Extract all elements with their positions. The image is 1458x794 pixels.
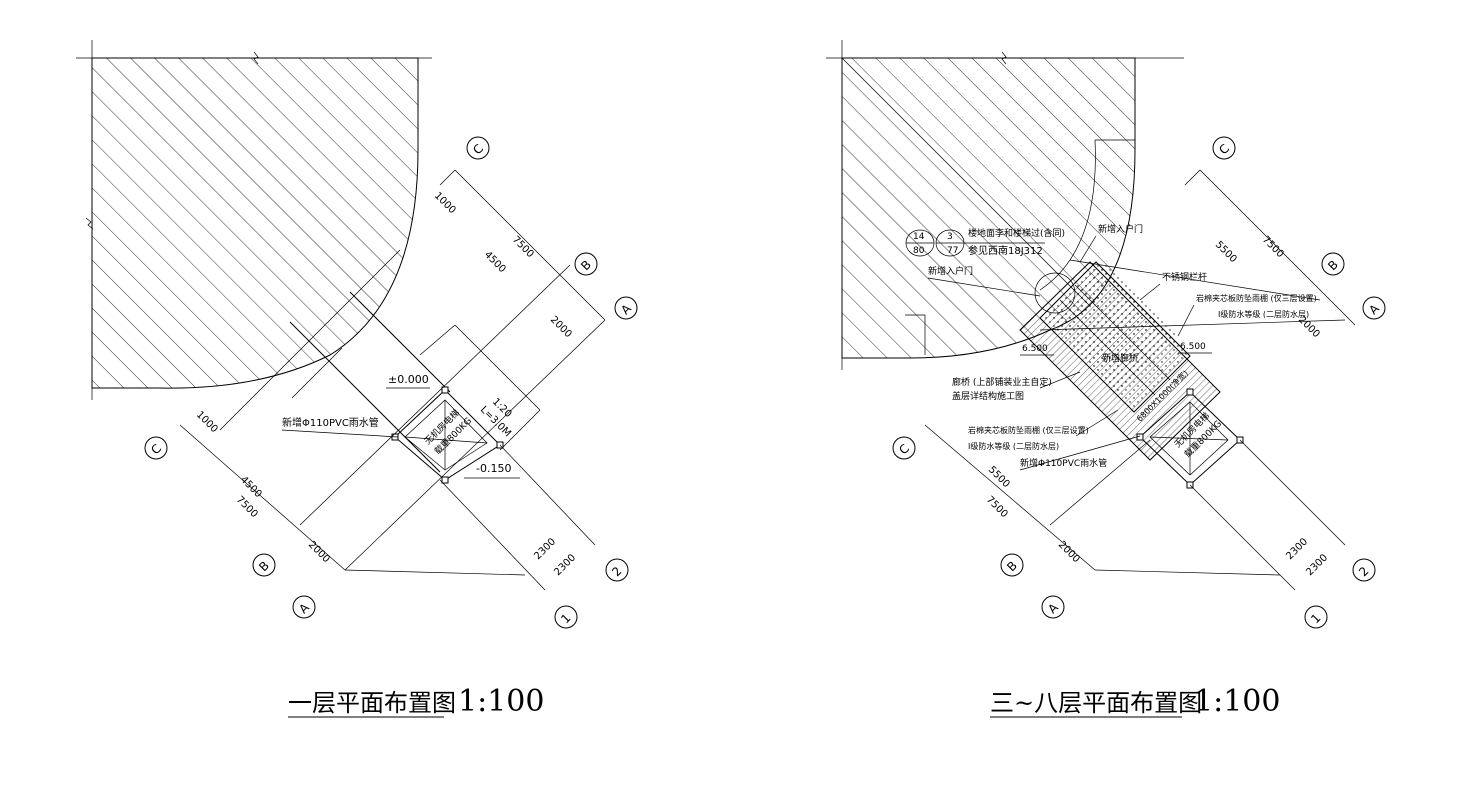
- right-dim-bot-2000: 2000: [1056, 539, 1082, 565]
- left-existing-building: [76, 40, 432, 400]
- left-axis-B-top: B: [574, 252, 598, 276]
- right-axis-C-top: C: [1212, 136, 1236, 160]
- right-dim-bot-7500: 7500: [984, 494, 1010, 520]
- right-dim-2300b: 2300: [1304, 552, 1330, 578]
- left-dim-2300b: 2300: [552, 552, 578, 578]
- right-axis-C-bottom: C: [892, 436, 916, 460]
- left-dim-top-2000: 2000: [548, 314, 574, 340]
- ref-b-number: 3: [947, 232, 953, 242]
- right-canopy-left-2: I级防水等级 (二层防水层): [968, 441, 1059, 451]
- left-axis-A-bottom: A: [292, 595, 316, 619]
- left-dim-bot-1000: 1000: [194, 409, 220, 435]
- right-railing: 不锈钢栏杆: [1162, 271, 1207, 283]
- right-canopy-right-1: 岩棉夹芯板防坠雨棚 (仅三层设置): [1196, 293, 1317, 303]
- left-axis-A-top: A: [614, 296, 638, 320]
- right-axis-B-bottom: B: [1000, 553, 1024, 577]
- left-plan-title: 一层平面布置图: [288, 689, 456, 717]
- right-dim-bot-5500: 5500: [986, 464, 1012, 490]
- right-bridge-note-1: 廊桥 (上部铺装业主自定): [952, 376, 1052, 388]
- right-dim-top-5500: 5500: [1213, 239, 1239, 265]
- left-axis-1: 1: [554, 605, 578, 629]
- left-plan-scale: 1:100: [458, 684, 544, 719]
- left-axis-B-bottom: B: [252, 553, 276, 577]
- left-dim-top-4500: 4500: [482, 249, 508, 275]
- right-plan-title: 三~八层平面布置图: [990, 689, 1202, 717]
- right-canopy-left-1: 岩棉夹芯板防坠雨棚 (仅三层设置): [968, 425, 1089, 435]
- right-bridge-note-2: 盖层详结构施工图: [952, 390, 1024, 402]
- right-door-top: 新增入户门: [1098, 223, 1143, 235]
- left-axis-2: 2: [605, 558, 629, 582]
- right-pipe-note: 新增Φ110PVC雨水管: [1020, 457, 1107, 469]
- right-elevation-right: 6.500: [1180, 342, 1206, 352]
- ref-b-page: 77: [947, 246, 958, 256]
- right-canopy-right-2: I级防水等级 (二层防水层): [1218, 309, 1309, 319]
- right-door-left: 新增入户门: [928, 265, 973, 277]
- left-dim-bot-2000: 2000: [306, 539, 332, 565]
- right-corridor-label: 新增廊桥: [1102, 352, 1138, 364]
- right-reference-bubbles: 14 80 3 77 楼地面李和楼梯过(含同) 参见西南18J312: [905, 227, 1065, 257]
- left-dim-top-7500: 7500: [510, 234, 536, 260]
- right-dim-top-7500: 7500: [1260, 234, 1286, 260]
- ref-a-page: 80: [913, 246, 925, 256]
- ref-note-2: 参见西南18J312: [968, 244, 1043, 257]
- left-axis-C-top: C: [466, 136, 490, 160]
- right-axis-2: 2: [1352, 558, 1376, 582]
- left-dim-2300a: 2300: [532, 536, 558, 562]
- left-elevation-top: ±0.000: [388, 373, 429, 386]
- left-pipe-note: 新增Φ110PVC雨水管: [282, 416, 379, 429]
- ref-note-1: 楼地面李和楼梯过(含同): [968, 227, 1065, 239]
- right-axis-1: 1: [1304, 605, 1328, 629]
- right-axis-A-bottom: A: [1041, 595, 1065, 619]
- left-plan: 无机房电梯 载重800KG 1000 4500 7500 2000 1000 4…: [76, 40, 638, 719]
- right-elevation-left: 6.500: [1022, 344, 1048, 354]
- right-axis-B-top: B: [1321, 252, 1345, 276]
- right-dim-2300a: 2300: [1284, 536, 1310, 562]
- left-axis-C-bottom: C: [144, 436, 168, 460]
- left-elevation-bottom: -0.150: [476, 462, 511, 475]
- right-plan-scale: 1:100: [1194, 684, 1280, 719]
- right-axis-A-top: A: [1362, 296, 1386, 320]
- ref-a-number: 14: [913, 232, 925, 242]
- left-dim-top-1000: 1000: [432, 190, 458, 216]
- right-plan: 无机房电梯 载重800KG 5500 7500 2000 5500 7500 2…: [826, 40, 1386, 719]
